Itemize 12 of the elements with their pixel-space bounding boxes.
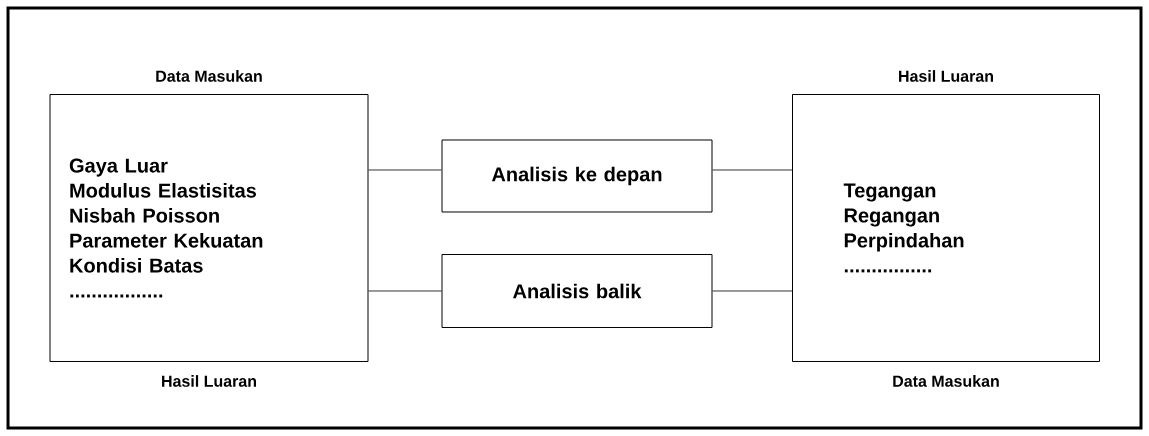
box-caption: Data Masukan <box>893 375 999 387</box>
box-caption: Data Masukan <box>156 70 262 82</box>
box-caption: Hasil Luaran <box>162 375 256 387</box>
box-caption: Hasil Luaran <box>899 70 993 82</box>
connector-line <box>712 169 793 171</box>
box: Analisis ke depan <box>441 139 713 213</box>
connector-line <box>368 290 442 292</box>
box: Gaya Luar Modulus Elastisitas Nisbah Poisson Parameter Kekuatan Kondisi Batas ................. <box>49 94 369 362</box>
box: Tegangan Regangan Perpindahan ................ <box>792 94 1100 362</box>
connector-line <box>368 169 442 171</box>
box: Analisis balik <box>441 254 713 328</box>
connector-line <box>712 290 793 292</box>
